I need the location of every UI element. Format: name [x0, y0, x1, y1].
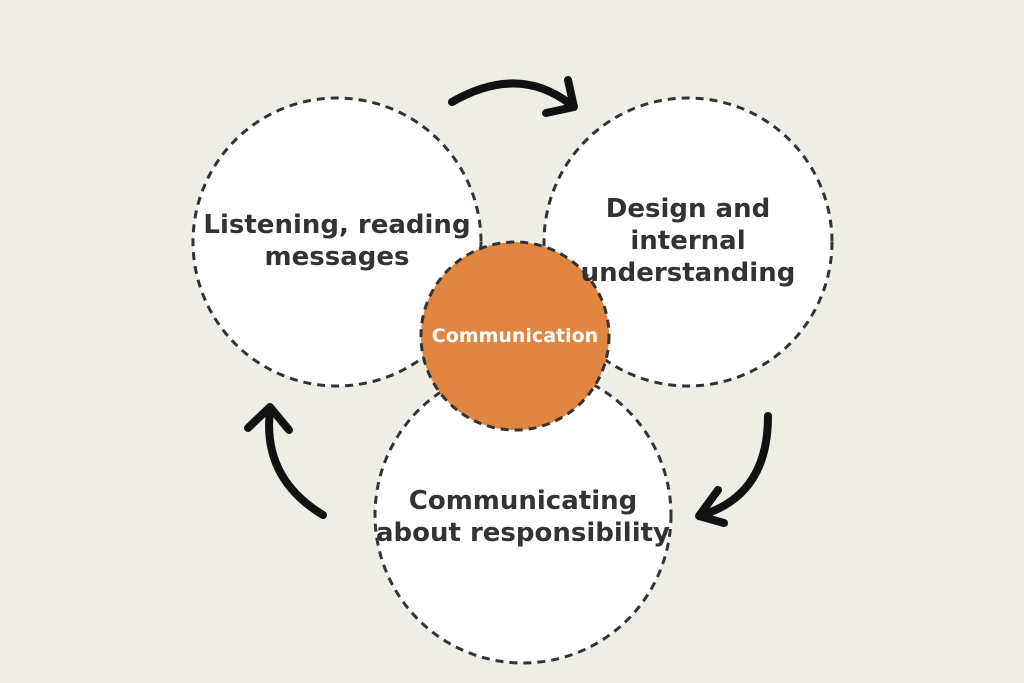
circle-communication-center: [419, 240, 611, 432]
circle-communicating: [373, 365, 673, 665]
label-listening-line-2: messages: [264, 242, 410, 272]
circle-design: [542, 96, 834, 388]
circle-listening: [191, 96, 483, 388]
arrow-top-icon: [448, 76, 578, 117]
label-listening-line-1: Listening, reading: [203, 210, 471, 240]
arrow-right-icon: [695, 412, 772, 527]
label-design: Design and internal understanding: [546, 194, 830, 288]
label-design-line-1: Design and internal: [605, 194, 771, 256]
label-communicating-line-2: about responsibility: [375, 518, 671, 548]
label-communication-center: Communication: [431, 325, 599, 347]
label-communicating: Communicating about responsibility: [373, 484, 673, 550]
arrow-left-icon: [244, 403, 327, 519]
label-design-line-2: understanding: [580, 258, 796, 288]
label-listening: Listening, reading messages: [197, 208, 477, 274]
label-communicating-line-1: Communicating: [408, 486, 638, 516]
